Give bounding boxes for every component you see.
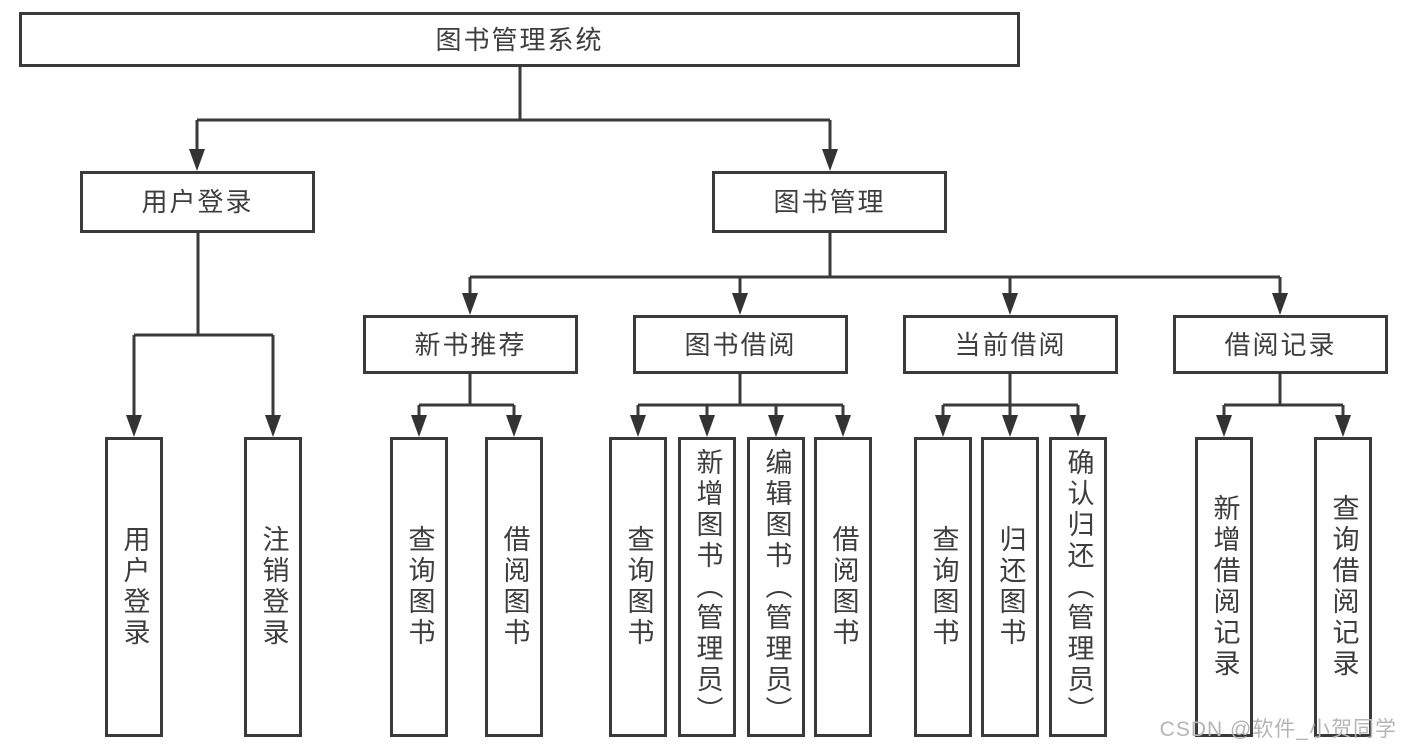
node-label: 当前借阅 bbox=[954, 329, 1067, 360]
node-label: 新增图书（管理员） bbox=[692, 447, 723, 727]
node-label: 归还图书 bbox=[995, 525, 1026, 649]
node-label: 注销登录 bbox=[258, 525, 289, 649]
node-label: 查询图书 bbox=[404, 525, 435, 649]
leaf-user-login: 用户登录 bbox=[105, 437, 163, 737]
node-label: 新增借阅记录 bbox=[1209, 494, 1240, 680]
connector-current-borrowing bbox=[935, 374, 1086, 437]
node-label: 编辑图书（管理员） bbox=[761, 447, 792, 727]
node-label: 借阅图书 bbox=[499, 525, 530, 649]
leaf-logout: 注销登录 bbox=[244, 437, 302, 737]
leaf-borrow-books-1: 借阅图书 bbox=[485, 437, 543, 737]
connector-user-login bbox=[126, 233, 281, 437]
node-label: 新书推荐 bbox=[414, 329, 527, 360]
leaf-borrow-books-2: 借阅图书 bbox=[814, 437, 872, 737]
node-user-login: 用户登录 bbox=[80, 171, 315, 233]
leaf-query-books-3: 查询图书 bbox=[914, 437, 972, 737]
leaf-return-books: 归还图书 bbox=[981, 437, 1039, 737]
node-label: 查询图书 bbox=[623, 525, 654, 649]
leaf-edit-books-admin: 编辑图书（管理员） bbox=[747, 437, 805, 737]
node-label: 用户登录 bbox=[141, 187, 254, 217]
node-label: 借阅记录 bbox=[1224, 329, 1337, 360]
leaf-query-borrow-record: 查询借阅记录 bbox=[1314, 437, 1372, 737]
node-label: 查询图书 bbox=[928, 525, 959, 649]
node-label: 借阅图书 bbox=[828, 525, 859, 649]
node-label: 图书管理 bbox=[773, 187, 886, 217]
node-book-borrowing: 图书借阅 bbox=[633, 315, 848, 374]
connector-root bbox=[189, 67, 838, 171]
leaf-add-borrow-record: 新增借阅记录 bbox=[1195, 437, 1253, 737]
node-label: 查询借阅记录 bbox=[1328, 494, 1359, 680]
leaf-query-books-1: 查询图书 bbox=[390, 437, 448, 737]
node-new-book-recommendation: 新书推荐 bbox=[363, 315, 578, 374]
node-current-borrowing: 当前借阅 bbox=[903, 315, 1118, 374]
node-borrowing-records: 借阅记录 bbox=[1173, 315, 1388, 374]
leaf-add-books-admin: 新增图书（管理员） bbox=[678, 437, 736, 737]
connector-borrowing-records bbox=[1216, 374, 1351, 437]
node-library-management-system: 图书管理系统 bbox=[19, 12, 1020, 67]
leaf-confirm-return-admin: 确认归还（管理员） bbox=[1049, 437, 1107, 737]
node-label: 用户登录 bbox=[119, 525, 150, 649]
connector-new-book-recommendation bbox=[411, 374, 522, 437]
connector-book-borrowing bbox=[630, 374, 851, 437]
csdn-watermark: CSDN @软件_小贺同学 bbox=[1159, 718, 1397, 741]
node-label: 图书管理系统 bbox=[435, 24, 604, 55]
node-label: 图书借阅 bbox=[684, 329, 797, 360]
leaf-query-books-2: 查询图书 bbox=[609, 437, 667, 737]
node-book-management: 图书管理 bbox=[712, 171, 947, 233]
connector-book-management bbox=[462, 233, 1288, 315]
node-label: 确认归还（管理员） bbox=[1063, 447, 1094, 727]
